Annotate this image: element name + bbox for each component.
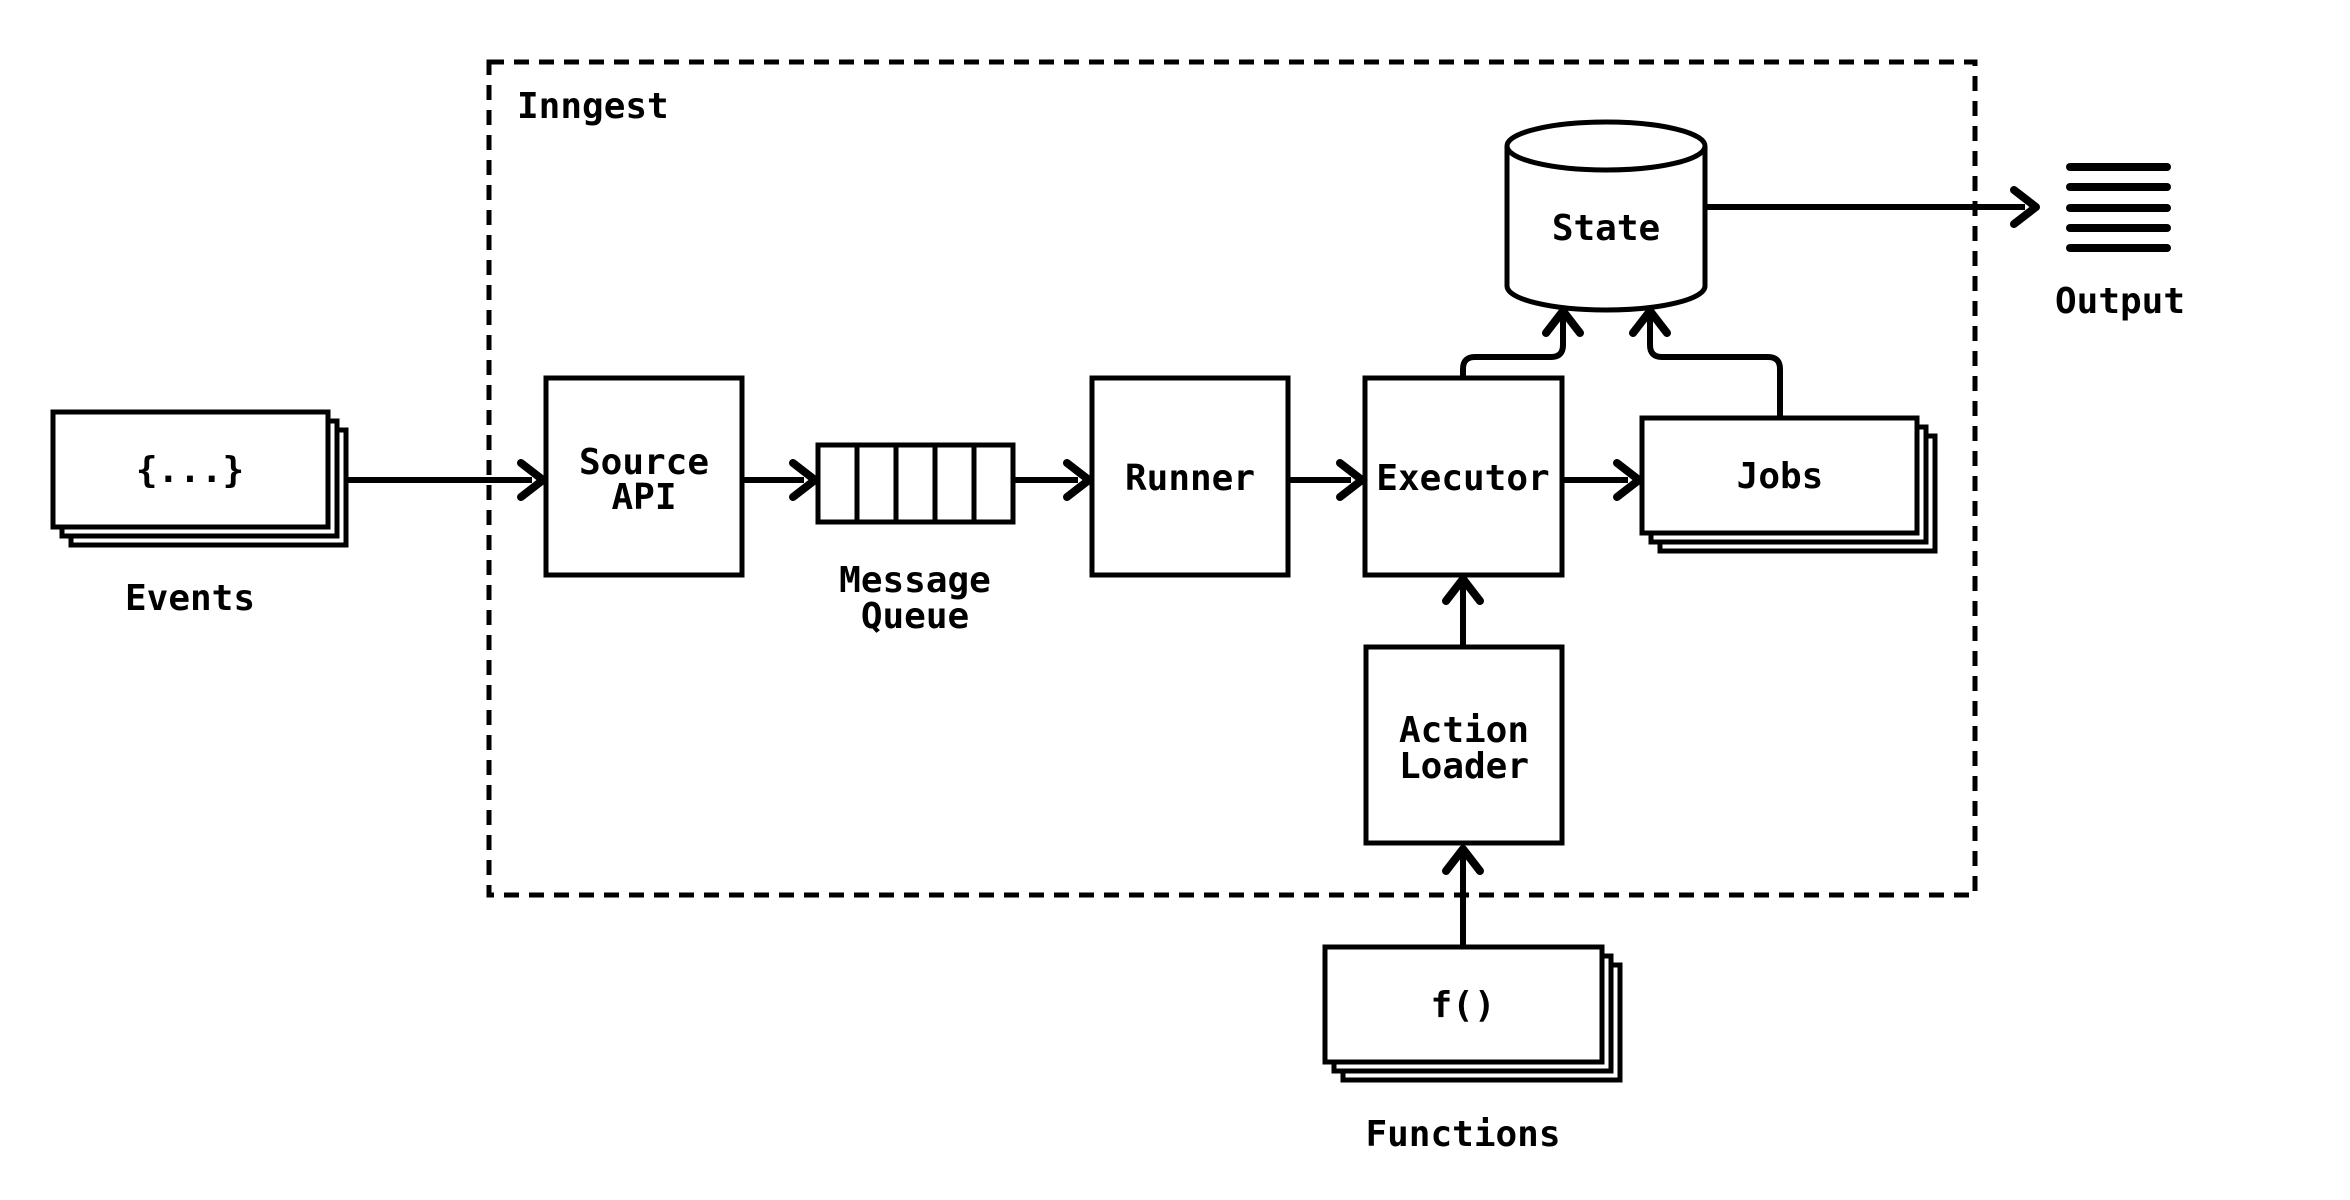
arrowhead-right-icon [1336, 459, 1366, 501]
output-node: Output [2055, 163, 2185, 322]
edge-state-to-output [1705, 186, 2040, 228]
functions-stack-card-1 [1322, 944, 1605, 1065]
arrowhead-right-icon [1063, 459, 1093, 501]
runner-node: Runner [1089, 375, 1291, 578]
state-node: State [1504, 119, 1708, 313]
source-api-label-line2: API [611, 477, 676, 518]
output-caption: Output [2055, 281, 2185, 322]
events-caption: Events [125, 578, 255, 619]
action-loader-box [1363, 644, 1565, 846]
jobs-node: Jobs [1639, 415, 1938, 554]
arrowhead-right-icon [1613, 459, 1643, 501]
edge-jobs-to-state [1629, 307, 1783, 418]
inngest-boundary-box [486, 59, 1978, 898]
executor-box [1362, 375, 1565, 578]
state-cylinder-body [1504, 146, 1708, 313]
runner-box [1089, 375, 1291, 578]
edge-action-loader-to-executor [1442, 575, 1484, 647]
arrowhead-up-icon [1629, 307, 1671, 337]
runner-label: Runner [1125, 458, 1255, 499]
arrowhead-right-icon [517, 459, 547, 501]
edge-runner-to-executor [1288, 459, 1366, 501]
arrowhead-up-icon [1542, 307, 1584, 337]
arrowhead-up-icon [1442, 845, 1484, 875]
edge-functions-to-action-loader [1442, 845, 1484, 947]
output-list-icon [2066, 163, 2171, 252]
executor-label: Executor [1376, 458, 1549, 499]
inngest-boundary-label: Inngest [517, 86, 669, 127]
source-api-box [543, 375, 745, 578]
events-symbol: {...} [136, 450, 244, 491]
state-cylinder-top [1504, 119, 1708, 173]
executor-node: Executor [1362, 375, 1565, 578]
edge-line [1647, 316, 1783, 418]
edge-executor-to-jobs [1562, 459, 1643, 501]
edge-line [1460, 316, 1566, 378]
message-queue-caption-line2: Queue [861, 596, 969, 637]
arrowhead-right-icon [789, 459, 819, 501]
edge-source-api-to-message-queue [742, 459, 819, 501]
action-loader-node: Action Loader [1363, 644, 1565, 846]
events-node: {...} Events [50, 409, 349, 619]
jobs-label: Jobs [1737, 456, 1824, 497]
arrowhead-right-icon [2010, 186, 2040, 228]
source-api-node: Source API [543, 375, 745, 578]
state-label: State [1552, 208, 1660, 249]
source-api-label-line1: Source [579, 442, 709, 483]
edge-executor-to-state [1460, 307, 1584, 378]
functions-node: f() Functions [1322, 944, 1623, 1155]
message-queue-node: Message Queue [815, 442, 1016, 637]
functions-caption: Functions [1365, 1114, 1560, 1155]
message-queue-box [815, 442, 1016, 525]
arrowhead-up-icon [1442, 575, 1484, 605]
action-loader-label-line1: Action [1399, 710, 1529, 751]
message-queue-cell-dividers [854, 445, 977, 522]
functions-symbol: f() [1430, 985, 1495, 1026]
events-stack-card-1 [50, 409, 331, 530]
edge-events-to-source-api [345, 459, 547, 501]
action-loader-label-line2: Loader [1399, 746, 1529, 787]
edge-message-queue-to-runner [1013, 459, 1093, 501]
message-queue-caption-line1: Message [839, 560, 991, 601]
